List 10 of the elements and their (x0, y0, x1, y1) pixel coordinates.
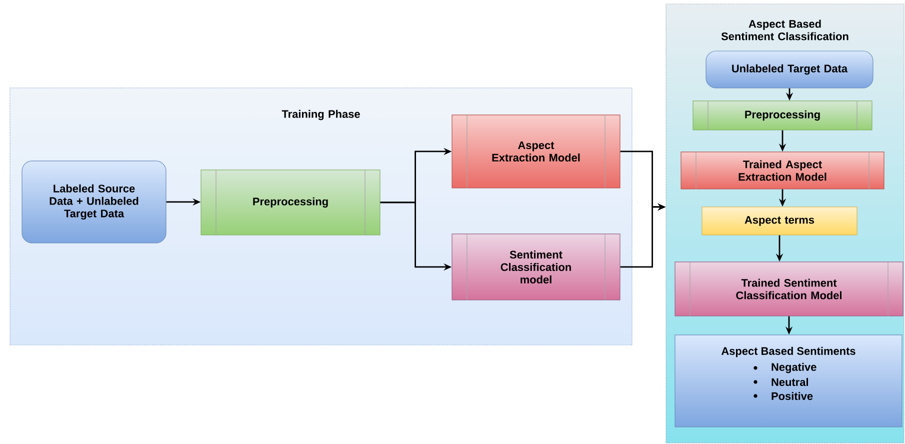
process-box: Aspect Extraction Model (452, 114, 620, 188)
process-box: Trained Sentiment Classification Model (674, 262, 904, 316)
term-box: Aspect terms (702, 206, 858, 236)
process-box: Sentiment Classification model (452, 234, 620, 300)
process-box: Preprocessing (692, 100, 872, 130)
rounded-box: Unlabeled Target Data (706, 50, 874, 88)
process-box: Preprocessing (200, 170, 380, 236)
rounded-box: Labeled Source Data + Unlabeled Target Data (22, 160, 166, 244)
process-box: Trained Aspect Extraction Model (680, 152, 884, 190)
result-box: Aspect Based Sentiments Negative Neutral Positive (674, 334, 902, 428)
